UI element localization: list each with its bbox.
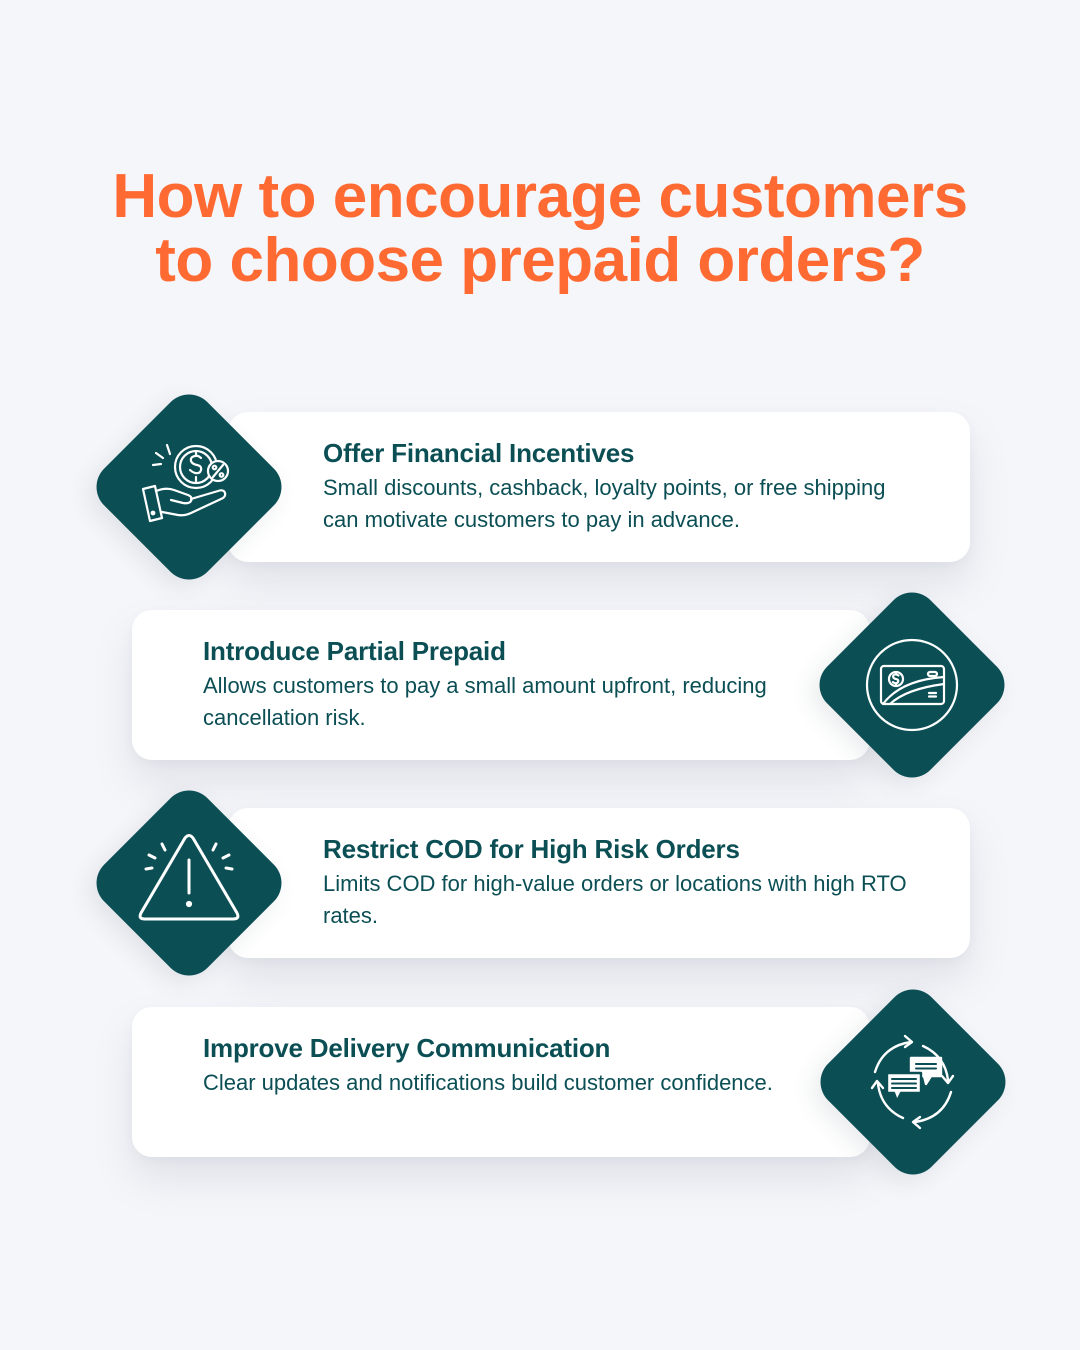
tip-title: Improve Delivery Communication bbox=[203, 1033, 611, 1063]
warning-triangle-icon bbox=[129, 823, 249, 943]
tip-card-delivery-communication: Improve Delivery Communication Clear upd… bbox=[132, 1007, 870, 1157]
tip-title: Offer Financial Incentives bbox=[323, 438, 635, 468]
tip-body: Allows customers to pay a small amount u… bbox=[203, 673, 767, 730]
page-title: How to encourage customers to choose pre… bbox=[0, 165, 1080, 293]
tip-title: Restrict COD for High Risk Orders bbox=[323, 834, 740, 864]
hand-coin-discount-icon bbox=[129, 427, 249, 547]
tip-body: Clear updates and notifications build cu… bbox=[203, 1070, 773, 1095]
tip-body: Limits COD for high-value orders or loca… bbox=[323, 871, 907, 928]
tip-body: Small discounts, cashback, loyalty point… bbox=[323, 475, 886, 532]
tip-card-restrict-cod: Restrict COD for High Risk Orders Limits… bbox=[228, 808, 970, 958]
tip-title: Introduce Partial Prepaid bbox=[203, 636, 506, 666]
title-line-2: to choose prepaid orders? bbox=[155, 226, 925, 295]
title-line-1: How to encourage customers bbox=[112, 162, 968, 231]
tip-card-financial-incentives: Offer Financial Incentives Small discoun… bbox=[228, 412, 970, 562]
payment-card-icon bbox=[852, 625, 972, 745]
tip-card-partial-prepaid: Introduce Partial Prepaid Allows custome… bbox=[132, 610, 870, 760]
chat-cycle-icon bbox=[853, 1022, 973, 1142]
